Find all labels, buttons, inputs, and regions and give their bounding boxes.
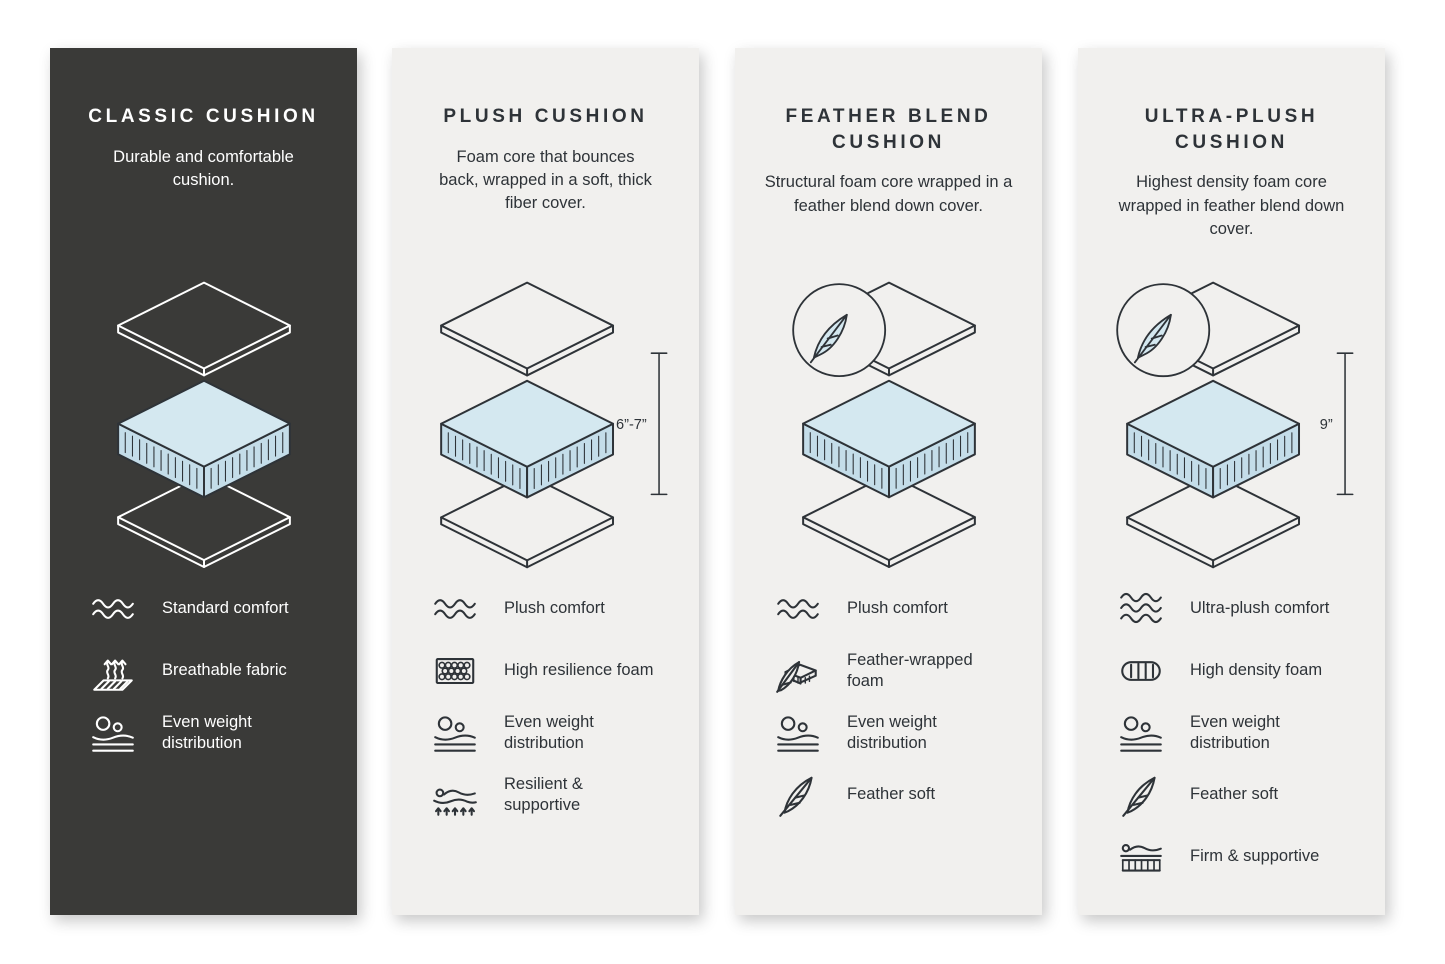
feature-label: Even weight distribution — [847, 712, 937, 752]
dimension-ruler — [1336, 352, 1354, 496]
feather-foam-icon — [773, 646, 823, 696]
feature-row: High density foam — [1116, 646, 1385, 696]
panel-plush-cushion: PLUSH CUSHION Foam core that bounces bac… — [392, 48, 699, 915]
panel-header: FEATHER BLEND CUSHION Structural foam co… — [735, 48, 1042, 278]
cushion-diagram — [116, 281, 291, 569]
feature-label: Firm & supportive — [1190, 847, 1320, 866]
cushion-diagram — [791, 281, 976, 569]
panel-feather-blend-cushion: FEATHER BLEND CUSHION Structural foam co… — [735, 48, 1042, 915]
feature-row: Feather soft — [773, 770, 1042, 820]
cushion-diagram: 6”-7” — [440, 281, 668, 569]
feature-label: Resilient & supportive — [504, 774, 583, 814]
feature-row: Ultra-plush comfort — [1116, 584, 1385, 634]
feature-row: Plush comfort — [773, 584, 1042, 634]
feature-label: Even weight distribution — [162, 712, 252, 752]
dimension-label: 6”-7” — [616, 417, 647, 433]
panel-classic-cushion: CLASSIC CUSHION Durable and comfortable … — [50, 48, 357, 915]
feature-label: Even weight distribution — [1190, 712, 1280, 752]
cushion-illustration: 6”-7” — [392, 278, 699, 574]
panel-description: Foam core that bounces back, wrapped in … — [439, 147, 652, 213]
feature-row: Firm & supportive — [1116, 832, 1385, 882]
cushion-illustration — [50, 278, 357, 574]
wave-icon — [773, 584, 823, 634]
firm-icon — [1116, 832, 1166, 882]
even-weight-icon — [430, 708, 480, 758]
feather-badge — [1116, 283, 1211, 378]
feature-label: Ultra-plush comfort — [1190, 599, 1330, 618]
dimension-ruler — [650, 352, 668, 496]
feature-row: Feather soft — [1116, 770, 1385, 820]
resilient-icon — [430, 770, 480, 820]
feather-badge — [791, 283, 886, 378]
feature-row: Even weight distribution — [430, 708, 699, 758]
panel-title: FEATHER BLEND CUSHION — [785, 106, 992, 153]
feature-row: Even weight distribution — [1116, 708, 1385, 758]
feature-label: High density foam — [1190, 661, 1323, 680]
panel-header: CLASSIC CUSHION Durable and comfortable … — [50, 48, 357, 278]
feature-row: High resilience foam — [430, 646, 699, 696]
feature-label: Even weight distribution — [504, 712, 594, 752]
panel-header: PLUSH CUSHION Foam core that bounces bac… — [392, 48, 699, 278]
feature-label: Breathable fabric — [162, 661, 287, 680]
even-weight-icon — [1116, 708, 1166, 758]
feature-row: Feather-wrapped foam — [773, 646, 1042, 696]
feature-label: Standard comfort — [162, 599, 289, 618]
feature-label: Feather-wrapped foam — [847, 650, 973, 690]
feature-label: Feather soft — [1190, 785, 1279, 804]
feature-row: Resilient & supportive — [430, 770, 699, 820]
panel-title: ULTRA-PLUSH CUSHION — [1144, 106, 1319, 153]
cushion-illustration: 9” — [1078, 278, 1385, 574]
feature-row: Standard comfort — [88, 584, 357, 634]
feature-row: Breathable fabric — [88, 646, 357, 696]
wave-icon — [430, 584, 480, 634]
panel-title: CLASSIC CUSHION — [88, 106, 319, 127]
cushion-illustration — [735, 278, 1042, 574]
resilience-foam-icon — [430, 646, 480, 696]
breathable-icon — [88, 646, 138, 696]
wave3-icon — [1116, 584, 1166, 634]
even-weight-icon — [88, 708, 138, 758]
feather-icon — [773, 770, 823, 820]
feature-label: Plush comfort — [847, 599, 948, 618]
panel-header: ULTRA-PLUSH CUSHION Highest density foam… — [1078, 48, 1385, 278]
panel-description: Structural foam core wrapped in a feathe… — [764, 173, 1013, 215]
panel-description: Durable and comfortable cushion. — [113, 147, 294, 190]
panel-description: Highest density foam core wrapped in fea… — [1118, 173, 1345, 239]
cushion-diagram: 9” — [1116, 281, 1354, 569]
feature-row: Plush comfort — [430, 584, 699, 634]
dimension-label: 9” — [1320, 417, 1333, 433]
panel-title: PLUSH CUSHION — [443, 106, 648, 127]
density-foam-icon — [1116, 646, 1166, 696]
feature-label: Feather soft — [847, 785, 936, 804]
feature-label: High resilience foam — [504, 661, 654, 680]
feature-row: Even weight distribution — [88, 708, 357, 758]
feature-row: Even weight distribution — [773, 708, 1042, 758]
feather-icon — [1116, 770, 1166, 820]
wave-icon — [88, 584, 138, 634]
feature-label: Plush comfort — [504, 599, 605, 618]
panel-ultra-plush-cushion: ULTRA-PLUSH CUSHION Highest density foam… — [1078, 48, 1385, 915]
even-weight-icon — [773, 708, 823, 758]
